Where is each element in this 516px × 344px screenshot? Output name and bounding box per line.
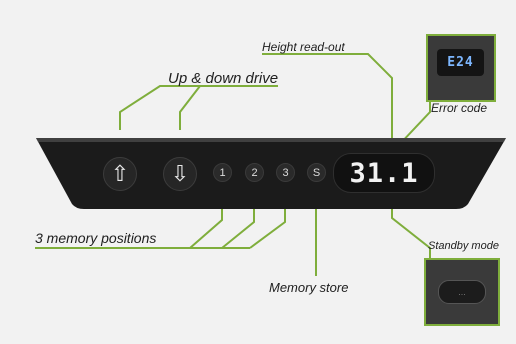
memory-button-3[interactable]: 3 [276, 163, 295, 182]
leader-line-height [262, 53, 393, 160]
height-display: 31.1 [333, 153, 435, 193]
memory-button-1[interactable]: 1 [213, 163, 232, 182]
memory-store-label: Memory store [269, 280, 349, 295]
error-code-inset: E24 [426, 34, 496, 102]
down-arrow-icon: ⇩ [170, 161, 190, 186]
down-button[interactable]: ⇩ [163, 157, 197, 191]
error-code-display: E24 [437, 49, 484, 76]
memory-positions-label: 3 memory positions [35, 230, 157, 246]
error-code-label: Error code [431, 101, 488, 115]
standby-mode-inset: ... [424, 258, 500, 326]
up-arrow-icon: ⇧ [110, 161, 130, 186]
up-button[interactable]: ⇧ [103, 157, 137, 191]
leader-line-down [179, 85, 201, 130]
memory-store-button[interactable]: S [307, 163, 326, 182]
memory-button-2[interactable]: 2 [245, 163, 264, 182]
height-readout-label: Height read-out [262, 40, 345, 54]
standby-mode-label: Standby mode [428, 240, 499, 252]
standby-button[interactable]: ... [438, 280, 486, 304]
leader-line-up [119, 85, 278, 130]
up-down-drive-label: Up & down drive [168, 70, 279, 87]
